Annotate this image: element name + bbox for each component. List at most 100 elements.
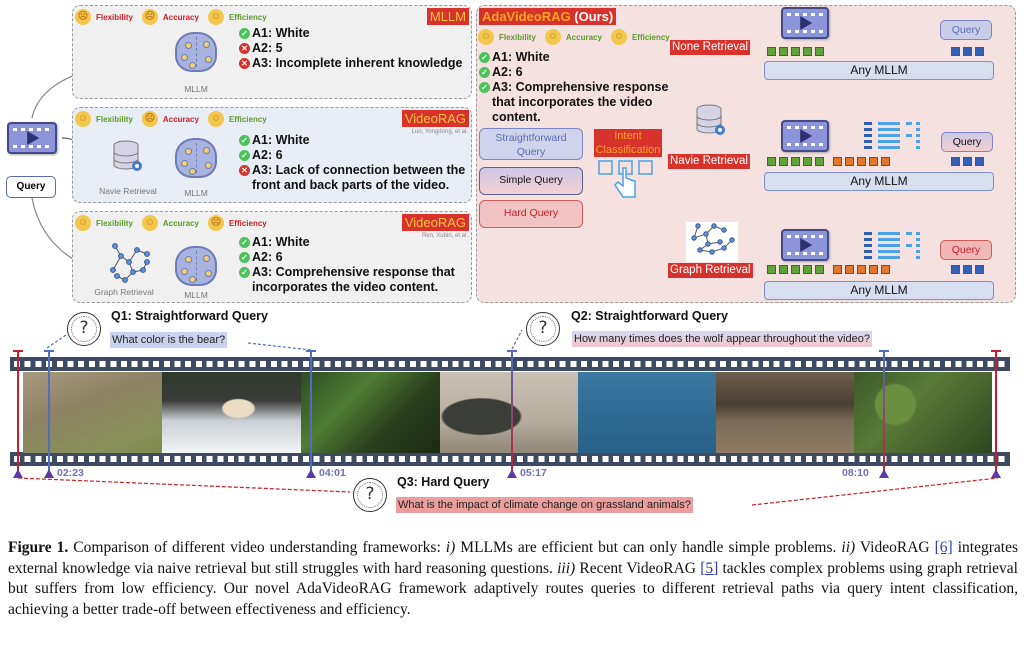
caption-text: tackles complex problems using graph ret… [8, 559, 1018, 618]
navie-retrieval-tag: Navie Retrieval [668, 154, 750, 169]
video-token [803, 265, 812, 274]
answer-text: A2: 6 [252, 250, 283, 264]
query-token [975, 47, 984, 56]
retrieval-token [881, 265, 890, 274]
graph-retrieval-tag: Graph Retrieval [668, 263, 753, 278]
question-icon: ? [67, 312, 101, 346]
graph-network-icon [686, 222, 738, 262]
caption-italic: ii) [841, 539, 856, 556]
rating-accuracy: Accuracy [565, 32, 602, 42]
citation-link-6[interactable]: [6] [934, 539, 953, 556]
query-token [951, 265, 960, 274]
video-token [779, 47, 788, 56]
mllm-panel: ☹Flexibility ☹Accuracy ☺Efficiency MLLM … [72, 5, 472, 99]
graph-network-icon [110, 243, 150, 283]
answers-list: ✓A1: White ✓A2: 6 ✓A3: Comprehensive res… [239, 235, 471, 295]
happy-face-icon: ☺ [207, 9, 224, 25]
mllm-label: MLLM [184, 290, 208, 300]
rating-efficiency: Efficiency [228, 114, 267, 124]
route-query-chip: Query [940, 240, 992, 260]
rating-row: ☺Flexibility ☺Accuracy ☹Efficiency [75, 215, 273, 231]
video-icon [781, 120, 829, 152]
marker-q2-end [883, 350, 885, 475]
video-frame-iguana [440, 372, 578, 453]
check-icon: ✓ [239, 150, 250, 161]
timeline-triangle-icon [879, 469, 889, 478]
q1-text: What color is the bear? [110, 332, 228, 348]
video-token [767, 157, 776, 166]
sad-face-icon: ☹ [141, 111, 158, 127]
retrieved-text-icon [864, 122, 920, 149]
check-icon: ✓ [239, 252, 250, 263]
query-token [963, 265, 972, 274]
rating-accuracy: Accuracy [162, 12, 199, 22]
video-icon [781, 7, 829, 39]
answer-text: A3: Comprehensive response that incorpor… [252, 265, 455, 294]
panel-tag: MLLM [426, 8, 469, 25]
q2-title: Q2: Straightforward Query [571, 309, 728, 323]
video-token [815, 157, 824, 166]
timestamp: 02:23 [57, 467, 84, 479]
retrieved-text-icon [864, 232, 920, 259]
film-strip-top [10, 357, 1010, 371]
answer-text: A1: White [492, 50, 550, 64]
sad-face-icon: ☹ [207, 215, 224, 231]
video-token [803, 47, 812, 56]
video-token [791, 157, 800, 166]
citation-link-5[interactable]: [5] [700, 559, 719, 577]
rating-flexibility: Flexibility [499, 32, 536, 42]
video-token [815, 47, 824, 56]
rating-efficiency: Efficiency [228, 12, 267, 22]
rating-flexibility: Flexibility [96, 218, 133, 228]
retrieval-token [857, 157, 866, 166]
route-query-chip: Query [940, 20, 992, 40]
panel-tag: VideoRAG [401, 110, 469, 127]
caption-text: integrates external knowledge via naive … [8, 539, 1018, 577]
retrieval-token [833, 265, 842, 274]
intent-classification-tag: Intent Classification [594, 129, 662, 157]
q3-title: Q3: Hard Query [397, 475, 490, 489]
video-frame-white-bear [162, 372, 301, 453]
q3-text: What is the impact of climate change on … [396, 497, 693, 513]
rating-efficiency: Efficiency [228, 218, 267, 228]
cross-icon: ✕ [239, 58, 250, 69]
video-token [791, 47, 800, 56]
question-icon: ? [353, 478, 387, 512]
answer-text: A3: Lack of connection between the front… [252, 163, 466, 192]
check-icon: ✓ [239, 28, 250, 39]
check-icon: ✓ [479, 52, 490, 63]
video-frame-bird-ocean [578, 372, 716, 453]
retrieval-token [845, 157, 854, 166]
answer-text: A3: Comprehensive response that incorpor… [492, 80, 669, 124]
happy-face-icon: ☺ [141, 215, 158, 231]
graph-retrieval-label: Graph Retrieval [94, 287, 154, 297]
timeline-triangle-icon [44, 469, 54, 478]
retrieval-token [881, 157, 890, 166]
query-type-hard: Hard Query [479, 200, 583, 228]
video-token [791, 265, 800, 274]
timeline-triangle-icon [507, 469, 517, 478]
naive-retrieval-label: Navie Retrieval [99, 186, 157, 196]
timestamp: 04:01 [319, 467, 346, 479]
retrieval-token [869, 265, 878, 274]
answer-text: A1: White [252, 26, 310, 40]
timestamp: 08:10 [842, 467, 869, 479]
video-frame-musk-oxen [716, 372, 854, 453]
mllm-label: MLLM [184, 84, 208, 94]
ours-answers-list: ✓A1: White ✓A2: 6 ✓A3: Comprehensive res… [479, 50, 689, 125]
video-token [815, 265, 824, 274]
question-icon: ? [526, 312, 560, 346]
citation: Ren, Xubin, et al. [421, 233, 468, 239]
answer-text: A1: White [252, 235, 310, 249]
database-gear-icon [696, 104, 725, 135]
database-gear-icon [113, 140, 142, 171]
query-token [951, 47, 960, 56]
marker-hard-start [17, 350, 19, 475]
check-icon: ✓ [479, 67, 490, 78]
videorag-naive-panel: ☺Flexibility ☹Accuracy ☺Efficiency Video… [72, 107, 472, 203]
caption-label: Figure 1. [8, 539, 69, 556]
query-token [951, 157, 960, 166]
video-token [779, 265, 788, 274]
none-retrieval-tag: None Retrieval [670, 40, 751, 55]
query-token [975, 157, 984, 166]
